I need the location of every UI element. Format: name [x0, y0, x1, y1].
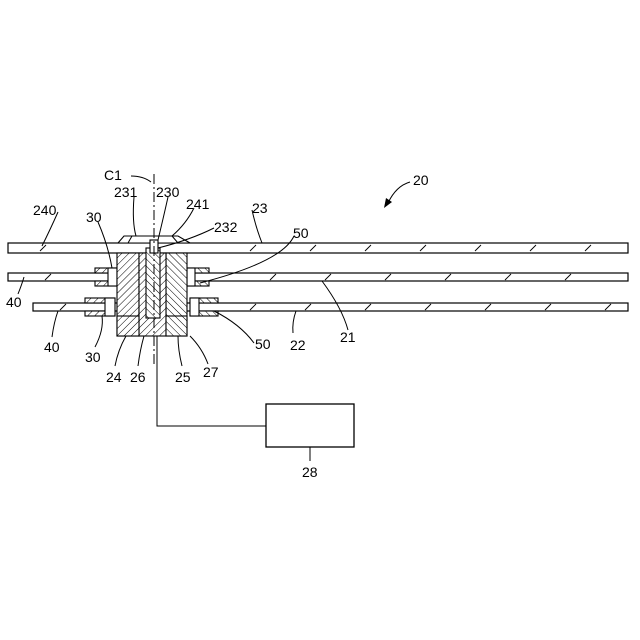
label-c1: C1	[104, 167, 122, 183]
label-24: 24	[106, 369, 122, 385]
label-30-lower: 30	[85, 349, 101, 365]
label-25: 25	[175, 369, 191, 385]
label-20: 20	[413, 172, 429, 188]
label-22: 22	[290, 337, 306, 353]
label-40-lower: 40	[44, 339, 60, 355]
assembly-arrow-20	[384, 182, 410, 208]
label-231: 231	[114, 184, 138, 200]
label-230: 230	[156, 184, 180, 200]
core-232	[146, 240, 160, 318]
label-232: 232	[214, 219, 238, 235]
label-40-middle: 40	[6, 294, 22, 310]
label-21: 21	[340, 329, 356, 345]
label-50-lower: 50	[255, 336, 271, 352]
label-30-upper: 30	[86, 209, 102, 225]
label-26: 26	[130, 369, 146, 385]
label-240: 240	[33, 202, 57, 218]
label-23: 23	[252, 200, 268, 216]
plate-21	[8, 273, 628, 281]
label-241: 241	[186, 196, 210, 212]
label-50-upper: 50	[293, 225, 309, 241]
signal-wire	[157, 336, 266, 426]
controller-box-28	[266, 404, 354, 447]
label-27: 27	[203, 364, 219, 380]
label-28: 28	[302, 464, 318, 480]
plate-23	[8, 243, 628, 253]
